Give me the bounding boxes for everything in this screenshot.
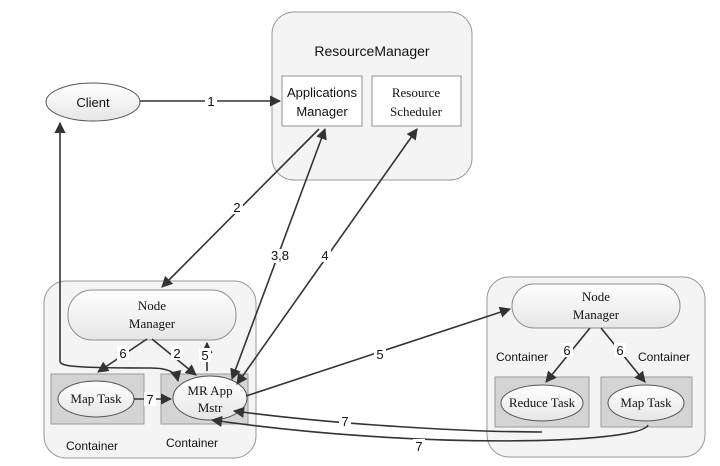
left-node-manager-line2: Manager <box>129 316 176 331</box>
arrow-reduce-to-mr <box>232 406 543 433</box>
resource-scheduler-line2: Scheduler <box>390 104 443 119</box>
mr-app-master-line2: Mstr <box>198 400 223 415</box>
arrow-right-map-to-mr <box>210 415 649 442</box>
right-node-panel: Node Manager Container Container Reduce … <box>486 276 706 458</box>
right-map-task-label: Map Task <box>620 395 672 410</box>
label-rm-to-nm: 2 <box>233 200 240 215</box>
right-node-manager-line1: Node <box>582 289 610 304</box>
left-node-manager-line1: Node <box>138 298 166 313</box>
right-node-manager-line2: Manager <box>573 307 620 322</box>
mr-app-master <box>172 375 248 421</box>
label-mr-to-right-nm: 5 <box>376 347 383 362</box>
applications-manager-box <box>281 75 363 127</box>
left-map-task-label: Map Task <box>70 391 122 406</box>
label-nm-to-map: 6 <box>119 346 126 361</box>
left-node-panel: Node Manager Map Task MR App Mstr Contai… <box>43 280 257 459</box>
label-am-rm: 3,8 <box>271 248 289 263</box>
arrow-client-to-mr-lower <box>59 360 182 383</box>
label-client-to-rm: 1 <box>207 94 214 109</box>
applications-manager-line2: Manager <box>296 104 348 119</box>
right-node-manager <box>511 283 681 329</box>
right-container-label-2: Container <box>638 350 690 364</box>
client-ellipse <box>45 82 141 122</box>
label-right-nm-to-reduce: 6 <box>563 343 570 358</box>
client-node: Client <box>45 82 141 122</box>
left-container-label-2: Container <box>166 436 218 450</box>
resource-scheduler-box <box>371 75 462 127</box>
label-right-nm-to-map: 6 <box>616 343 623 358</box>
label-mr-to-nm: 5 <box>201 348 208 363</box>
label-mr-to-scheduler: 4 <box>321 248 328 263</box>
resource-manager: ResourceManager Applications Manager Res… <box>271 11 473 181</box>
label-reduce-to-mr: 7 <box>341 414 348 429</box>
arrow-labels: 1 2 3,8 4 6 2 5 7 5 6 6 7 7 <box>117 94 626 454</box>
label-map-to-mr: 7 <box>146 392 153 407</box>
right-map-task <box>607 384 685 422</box>
right-container-label-1: Container <box>496 350 548 364</box>
applications-manager-line1: Applications <box>287 85 358 100</box>
reduce-task <box>500 384 584 422</box>
mr-app-master-line1: MR App <box>187 383 232 398</box>
left-container-label-1: Container <box>66 439 118 453</box>
resource-manager-title: ResourceManager <box>314 43 430 59</box>
resource-scheduler-line1: Resource <box>392 85 441 100</box>
label-right-map-to-mr: 7 <box>415 439 422 454</box>
reduce-task-label: Reduce Task <box>509 395 576 410</box>
client-label: Client <box>76 95 110 110</box>
label-nm-to-mr: 2 <box>173 346 180 361</box>
